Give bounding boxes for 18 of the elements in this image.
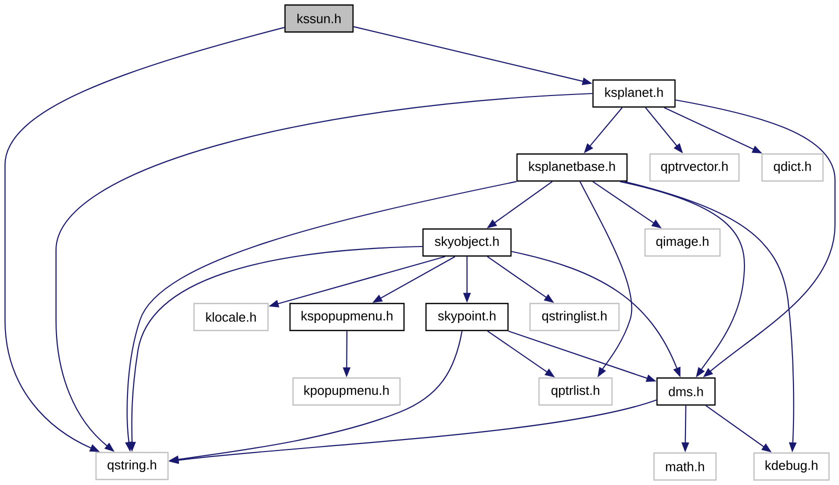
file-box: math.h	[653, 452, 717, 481]
file-box: qdict.h	[761, 153, 824, 182]
file-box: qstringlist.h	[529, 302, 620, 332]
file-box: kspopupmenu.h	[289, 302, 405, 332]
file-box: kdebug.h	[753, 452, 830, 481]
file-box: klocale.h	[193, 302, 269, 332]
arrow	[4, 26, 285, 452]
file-box: qimage.h	[644, 228, 721, 257]
file-box: dms.h	[656, 377, 716, 406]
file-box: ksplanet.h	[592, 79, 676, 108]
file-box: qptrvector.h	[649, 153, 740, 182]
file-box: kssun.h	[284, 4, 354, 33]
file-box: skyobject.h	[422, 228, 512, 257]
file-box: qstring.h	[95, 452, 169, 480]
file-box: ksplanetbase.h	[516, 153, 628, 182]
file-box: kpopupmenu.h	[292, 377, 401, 406]
file-box: qptrlist.h	[538, 377, 613, 406]
file-box: skypoint.h	[425, 302, 509, 332]
